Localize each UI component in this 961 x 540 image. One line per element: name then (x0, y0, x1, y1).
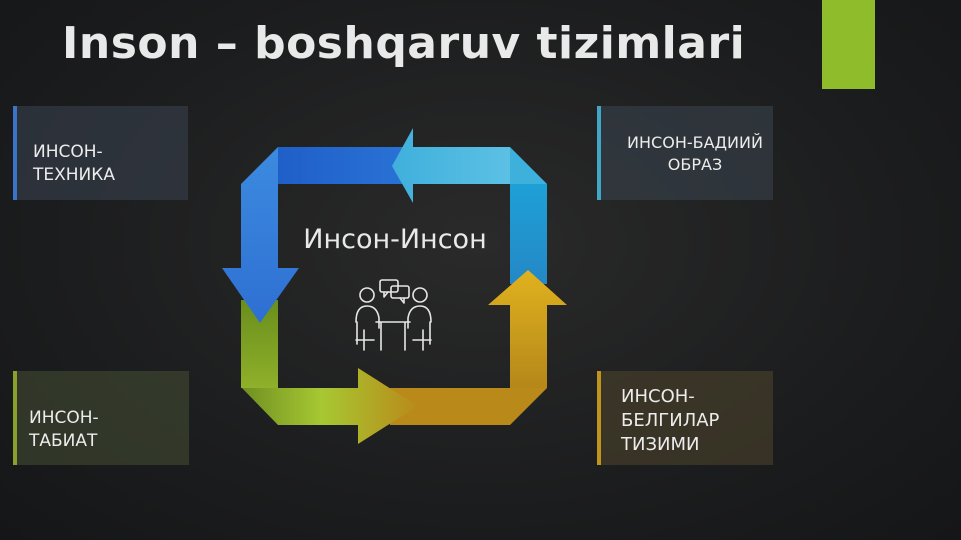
box-inson-texnika: ИНСОН- ТЕХНИКА (13, 106, 188, 200)
page-title: Inson – boshqaruv tizimlari (62, 18, 746, 69)
box-line: ИНСОН- (33, 142, 103, 162)
box-inson-badiiy-obraz: ИНСОН-БАДИИЙ ОБРАЗ (597, 106, 773, 200)
box-line: ТЕХНИКА (33, 165, 115, 185)
box-line: ОБРАЗ (667, 155, 723, 174)
box-line: ИНСОН- (29, 408, 99, 428)
box-inson-belgilar-tizimi: ИНСОН- БЕЛГИЛАР ТИЗИМИ (597, 371, 773, 465)
cycle-arrow-left-down (222, 147, 299, 323)
box-line: ТИЗИМИ (621, 434, 700, 455)
two-people-conversation-icon (355, 279, 432, 351)
box-inson-tabiat: ИНСОН- ТАБИАТ (13, 371, 189, 465)
cycle-segment-right-upper (510, 184, 547, 284)
cycle-arrow-bottom-right (242, 368, 418, 444)
box-line: БЕЛГИЛАР (621, 410, 720, 431)
box-line: ИНСОН-БАДИИЙ (627, 133, 763, 152)
cycle-corner-bottom-right (390, 388, 547, 425)
cycle-arrow-top-left (392, 128, 510, 203)
box-line: ИНСОН- (621, 386, 695, 407)
cycle-corner-top-right (510, 147, 547, 184)
cycle-segment-top (278, 147, 414, 184)
center-label: Инсон-Инсон (303, 224, 487, 255)
accent-bar (822, 0, 875, 89)
box-line: ТАБИАТ (29, 431, 98, 451)
cycle-arrow-right-up (488, 270, 567, 388)
